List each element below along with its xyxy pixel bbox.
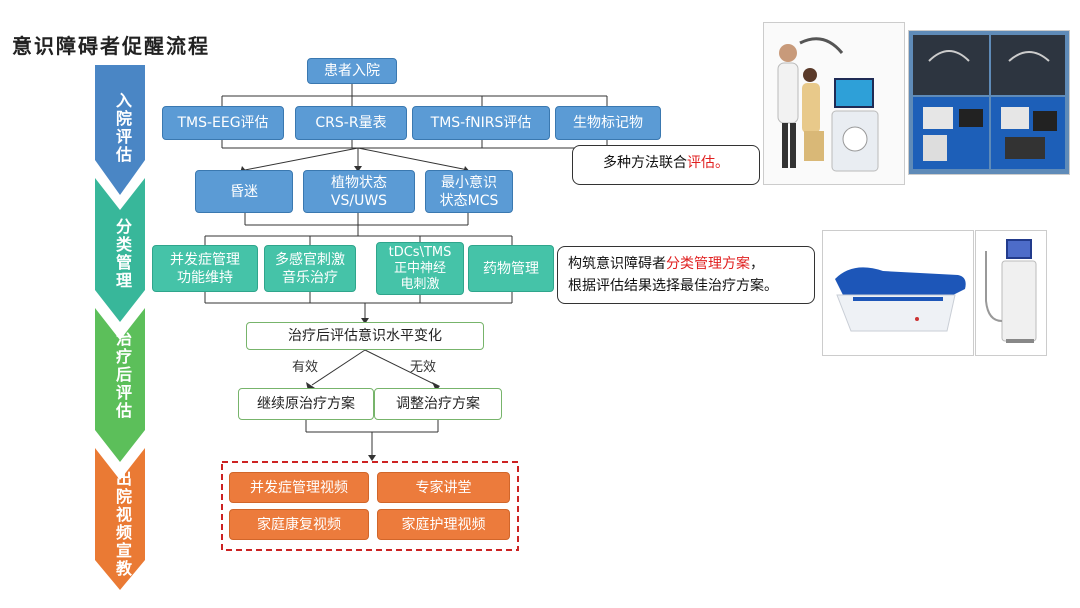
treatment-bed-photo bbox=[822, 230, 974, 356]
stage-label-1: 入院评估 bbox=[113, 92, 132, 164]
assessment-biomarkers: 生物标记物 bbox=[555, 106, 661, 140]
effective-label: 有效 bbox=[292, 360, 319, 375]
post-assessment-node: 治疗后评估意识水平变化 bbox=[246, 322, 484, 350]
video-expert-lecture: 专家讲堂 bbox=[377, 472, 510, 503]
note-assessment: 多种方法联合评估。 bbox=[572, 145, 760, 185]
ineffective-label: 无效 bbox=[410, 360, 437, 375]
admission-node: 患者入院 bbox=[307, 58, 397, 84]
treatment-stimulation: tDCs\TMS 正中神经 电刺激 bbox=[376, 242, 464, 295]
stage-arrow-4 bbox=[95, 448, 145, 590]
stage-label-3: 治疗后评估 bbox=[113, 330, 132, 420]
note-assessment-highlight: 评估。 bbox=[687, 155, 729, 171]
assessment-tms-fnirs: TMS-fNIRS评估 bbox=[412, 106, 550, 140]
video-complication: 并发症管理视频 bbox=[229, 472, 369, 503]
stage-arrow-3 bbox=[95, 308, 145, 462]
note-management: 构筑意识障碍者分类管理方案， 根据评估结果选择最佳治疗方案。 bbox=[557, 246, 815, 304]
stage-arrow-2 bbox=[95, 178, 145, 322]
page-title: 意识障碍者促醒流程 bbox=[12, 34, 210, 58]
assessment-crs-r: CRS-R量表 bbox=[295, 106, 407, 140]
note-assessment-text: 多种方法联合 bbox=[603, 155, 687, 171]
note-management-suffix: ， bbox=[750, 256, 764, 272]
stage-arrow-1 bbox=[95, 65, 145, 195]
assessment-tms-eeg: TMS-EEG评估 bbox=[162, 106, 284, 140]
stage-label-2: 分类管理 bbox=[113, 218, 132, 290]
adjust-plan-node: 调整治疗方案 bbox=[374, 388, 502, 420]
tms-device-photo bbox=[763, 22, 905, 185]
note-management-highlight: 分类管理方案 bbox=[666, 256, 750, 272]
state-coma: 昏迷 bbox=[195, 170, 293, 213]
monitor-device-photo bbox=[975, 230, 1047, 356]
video-home-care: 家庭护理视频 bbox=[377, 509, 510, 540]
stage-label-4: 出院视频宣教 bbox=[113, 470, 132, 578]
treatment-drug: 药物管理 bbox=[468, 245, 554, 292]
video-home-rehab: 家庭康复视频 bbox=[229, 509, 369, 540]
equipment-cases-photo bbox=[908, 30, 1070, 175]
note-management-line1: 构筑意识障碍者 bbox=[568, 256, 666, 272]
treatment-sensory: 多感官刺激 音乐治疗 bbox=[264, 245, 356, 292]
continue-plan-node: 继续原治疗方案 bbox=[238, 388, 374, 420]
state-mcs: 最小意识 状态MCS bbox=[425, 170, 513, 213]
note-management-line2: 根据评估结果选择最佳治疗方案。 bbox=[568, 278, 778, 294]
treatment-complication: 并发症管理 功能维持 bbox=[152, 245, 258, 292]
state-vs-uws: 植物状态 VS/UWS bbox=[303, 170, 415, 213]
